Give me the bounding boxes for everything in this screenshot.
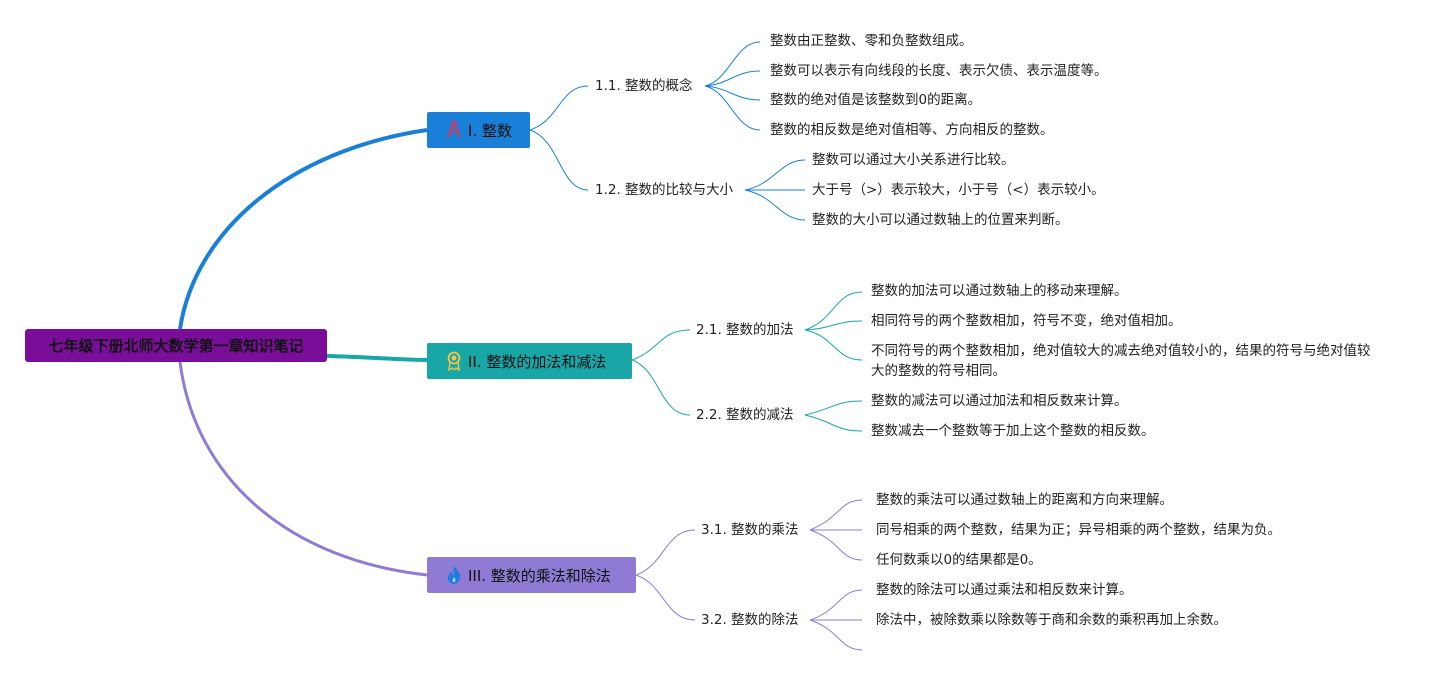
- connector-group-branch3: [635, 499, 863, 651]
- leaf-1-2-1: 整数可以通过大小关系进行比较。: [812, 152, 1015, 168]
- leaf-1-2-3: 整数的大小可以通过数轴上的位置来判断。: [812, 212, 1069, 228]
- root-title: 七年级下册北师大数学第一章知识笔记: [48, 337, 304, 355]
- branch-node-2[interactable]: II. 整数的加法和减法: [427, 343, 632, 379]
- branch-3-label: III. 整数的乘法和除法: [468, 566, 611, 585]
- connector-root-branch1: [178, 128, 428, 330]
- compass-icon: [445, 120, 463, 140]
- connector-root-branch3: [178, 361, 428, 577]
- leaf-2-1-2: 相同符号的两个整数相加，符号不变，绝对值相加。: [871, 313, 1182, 329]
- topic-2-2[interactable]: 2.2. 整数的减法: [696, 407, 794, 423]
- branch-node-1[interactable]: I. 整数: [427, 112, 530, 148]
- leaf-2-1-1: 整数的加法可以通过数轴上的移动来理解。: [871, 283, 1128, 299]
- leaf-1-1-2: 整数可以表示有向线段的长度、表示欠债、表示温度等。: [770, 63, 1108, 79]
- topic-2-1[interactable]: 2.1. 整数的加法: [696, 322, 794, 338]
- topic-3-1[interactable]: 3.1. 整数的乘法: [701, 522, 799, 538]
- medal-icon: [445, 351, 463, 372]
- flame-icon: [445, 565, 463, 585]
- topic-1-2[interactable]: 1.2. 整数的比较与大小: [595, 182, 734, 198]
- leaf-3-2-1: 整数的除法可以通过乘法和相反数来计算。: [876, 582, 1133, 598]
- connector-group-branch2: [631, 291, 863, 432]
- root-node[interactable]: 七年级下册北师大数学第一章知识笔记: [25, 329, 327, 362]
- branch-2-label: II. 整数的加法和减法: [468, 352, 607, 371]
- leaf-2-2-1: 整数的减法可以通过加法和相反数来计算。: [871, 393, 1128, 409]
- leaf-2-1-3: 不同符号的两个整数相加，绝对值较大的减去绝对值较小的，结果的符号与绝对值较大的整…: [871, 343, 1371, 379]
- leaf-1-1-4: 整数的相反数是绝对值相等、方向相反的整数。: [770, 122, 1054, 138]
- connector-group-branch1: [529, 41, 806, 221]
- branch-node-3[interactable]: III. 整数的乘法和除法: [427, 557, 636, 593]
- leaf-3-1-3: 任何数乘以0的结果都是0。: [876, 552, 1042, 568]
- branch-1-label: I. 整数: [468, 121, 512, 140]
- leaf-1-1-1: 整数由正整数、零和负整数组成。: [770, 33, 973, 49]
- leaf-1-2-2: 大于号（>）表示较大，小于号（<）表示较小。: [812, 182, 1105, 198]
- leaf-2-2-2: 整数减去一个整数等于加上这个整数的相反数。: [871, 423, 1155, 439]
- leaf-1-1-3: 整数的绝对值是该整数到0的距离。: [770, 92, 982, 108]
- connector-root-branch2: [326, 354, 428, 362]
- topic-1-1[interactable]: 1.1. 整数的概念: [595, 78, 693, 94]
- leaf-3-1-2: 同号相乘的两个整数，结果为正；异号相乘的两个整数，结果为负。: [876, 522, 1281, 538]
- topic-3-2[interactable]: 3.2. 整数的除法: [701, 612, 799, 628]
- leaf-3-2-2: 除法中，被除数乘以除数等于商和余数的乘积再加上余数。: [876, 612, 1227, 628]
- leaf-3-1-1: 整数的乘法可以通过数轴上的距离和方向来理解。: [876, 492, 1173, 508]
